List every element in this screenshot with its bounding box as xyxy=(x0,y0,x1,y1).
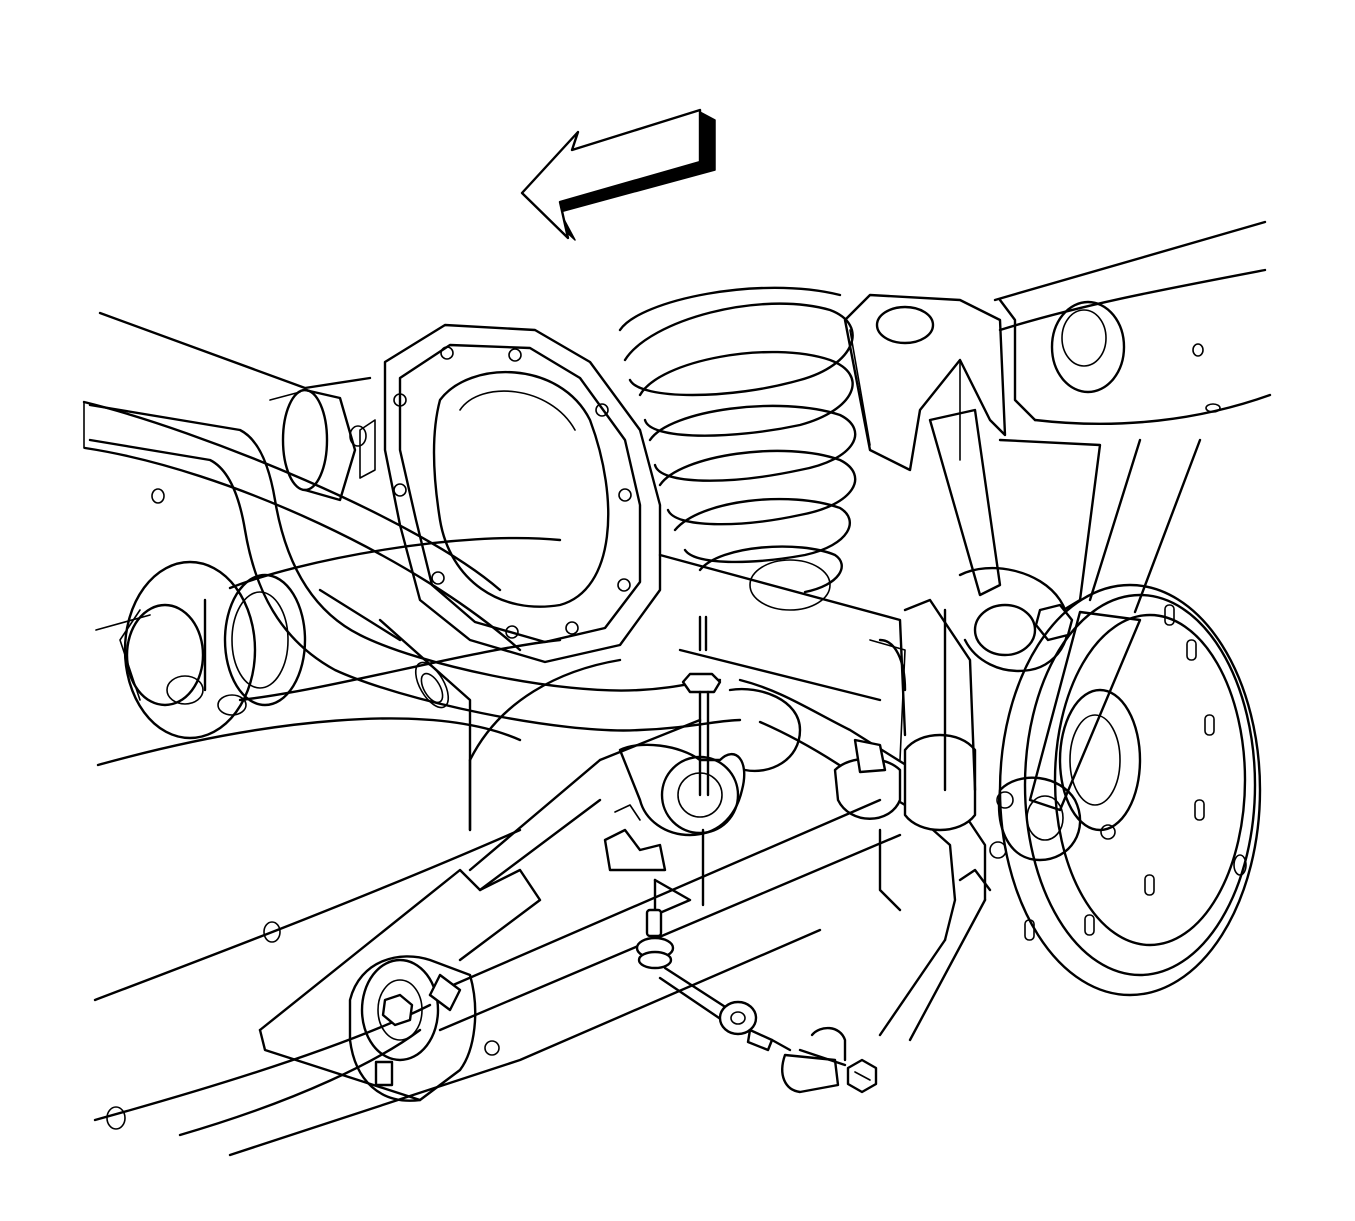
differential-cover xyxy=(349,323,662,664)
direction-arrow-icon xyxy=(520,108,716,241)
frame-crossmember xyxy=(993,220,1272,426)
coil-spring xyxy=(618,286,857,611)
frame-rail xyxy=(82,311,822,1157)
spring-bracket xyxy=(843,293,1007,472)
stabilizer-bar xyxy=(88,403,987,1042)
track-bar xyxy=(258,798,902,1102)
lower-mount-bracket xyxy=(348,955,500,1102)
stabilizer-link-assembly xyxy=(635,615,792,1052)
upper-control-arm xyxy=(928,408,1202,673)
lower-control-arm xyxy=(989,610,1142,862)
left-brake-assembly xyxy=(95,560,257,740)
pinion-yoke xyxy=(269,388,357,502)
right-brake-rotor xyxy=(998,583,1262,997)
link-bracket-bolt xyxy=(781,1026,878,1094)
small-brackets xyxy=(420,672,992,892)
axle-lower-braces xyxy=(318,588,977,912)
stabilizer-bushing-clamp xyxy=(618,687,977,837)
